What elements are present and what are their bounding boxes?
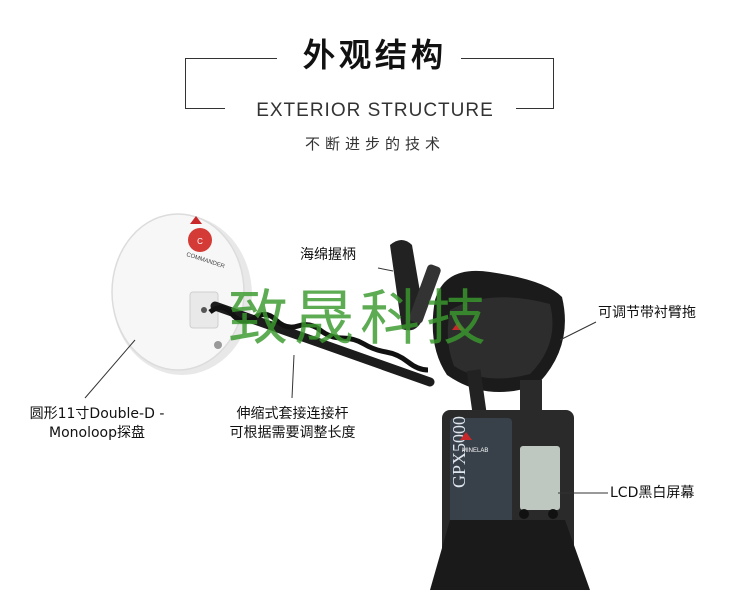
armrest-pointer-line (559, 321, 597, 341)
coil-label-line2: Monoloop探盘 (49, 425, 145, 441)
coil-logo-icon (188, 228, 212, 252)
subtitle-chinese: 不断进步的技术 (304, 135, 445, 153)
page-title: 外观结构 (302, 36, 447, 74)
screen-label: LCD黑白屏幕 (610, 485, 695, 501)
shaft-label-line1: 伸缩式套接连接杆 (236, 406, 349, 422)
shaft-pointer-line (291, 354, 295, 399)
shaft-label: 伸缩式套接连接杆 可根据需要调整长度 (200, 405, 385, 443)
stand (430, 520, 590, 590)
watermark: 致晟科技 (228, 284, 492, 354)
lcd-screen (520, 446, 560, 510)
subtitle-english: EXTERIOR STRUCTURE (256, 100, 494, 121)
frame-bottom-right-line (516, 108, 554, 109)
left-knob (519, 509, 529, 519)
frame-right-vertical (553, 58, 554, 109)
shaft-label-line2: 可根据需要调整长度 (229, 425, 356, 441)
brand-logo-icon (460, 432, 472, 440)
search-coil: C COMMANDER (111, 213, 252, 375)
frame-top-left-line (185, 58, 277, 59)
coil-label: 圆形11寸Double-D - Monoloop探盘 (18, 405, 176, 443)
handle-pointer-line (377, 267, 394, 272)
brand-text: MINELAB (462, 448, 488, 454)
armrest-label: 可调节带衬臂拖 (598, 305, 696, 321)
frame-left-vertical (185, 58, 186, 109)
armrest-cuff (432, 270, 565, 393)
model-text: GPX5000 (449, 416, 469, 488)
coil-pointer-line (84, 339, 136, 399)
right-knob (548, 509, 558, 519)
foam-handle (390, 240, 441, 331)
frame-top-right-line (461, 58, 554, 59)
coil-brand-mark-icon (190, 216, 202, 224)
coil-label-line1: 圆形11寸Double-D - (29, 406, 165, 422)
frame-bottom-left-line (185, 108, 225, 109)
svg-text:C: C (197, 237, 203, 246)
telescopic-shaft (208, 301, 435, 387)
handle-label: 海绵握柄 (300, 247, 356, 263)
